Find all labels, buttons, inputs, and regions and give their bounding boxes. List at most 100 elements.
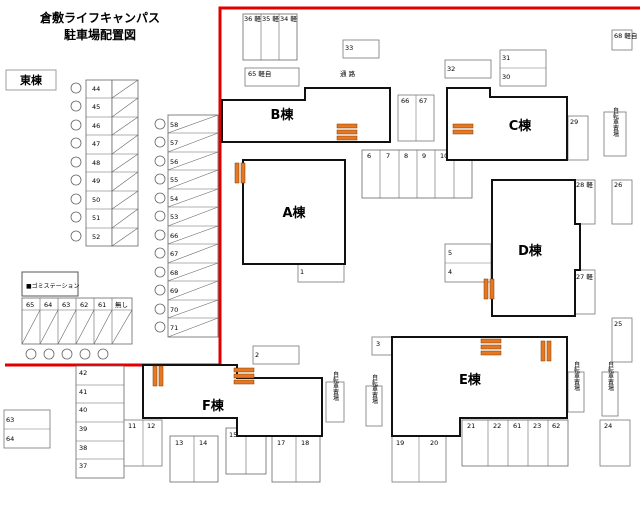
slots-top-36-34: 36 軽 35 軽 34 軽 bbox=[242, 13, 298, 61]
slot-label: 12 bbox=[147, 422, 155, 430]
slot-label: 31 bbox=[502, 54, 510, 62]
slot-label: 65 軽自 bbox=[248, 69, 271, 78]
building-d bbox=[491, 179, 581, 317]
slot-label: 6 bbox=[367, 152, 371, 160]
bicycle-parking-5 bbox=[601, 371, 619, 417]
slot-label: 25 bbox=[614, 320, 622, 328]
slot-label: 64 bbox=[6, 435, 14, 443]
slot-label: 11 bbox=[128, 422, 136, 430]
slot-25 bbox=[611, 317, 633, 363]
slot-label: 23 bbox=[533, 422, 541, 430]
gomi-station-box bbox=[21, 271, 79, 297]
slot-label: 63 bbox=[62, 301, 70, 309]
slot-label: 37 bbox=[79, 462, 87, 470]
slot-label: 53 bbox=[170, 213, 178, 221]
slot-label: 69 bbox=[170, 287, 178, 295]
slot-labels-65-61: 65 64 63 62 61 無し bbox=[26, 300, 128, 309]
map-title-line2: 駐車場配置図 bbox=[64, 27, 136, 42]
slots-row-13-18: 13 14 15 16 17 18 bbox=[169, 427, 321, 483]
slot-label: 66 bbox=[170, 232, 178, 240]
slot-label: 50 bbox=[92, 196, 100, 204]
slot-label: 30 bbox=[502, 73, 510, 81]
slot-label: 63 bbox=[6, 416, 14, 424]
slot-label: 8 bbox=[404, 152, 408, 160]
slot-label: 64 bbox=[44, 301, 52, 309]
slot-label: 15 bbox=[229, 431, 237, 439]
slot-label: 13 bbox=[175, 439, 183, 447]
circles-row-65-61 bbox=[25, 348, 109, 360]
slot-label: 33 bbox=[345, 44, 353, 52]
bicycle-label: 自転車置場 bbox=[612, 106, 619, 138]
slot-label: 65 bbox=[26, 301, 34, 309]
slot-label: 67 bbox=[170, 250, 178, 258]
slot-label: 9 bbox=[422, 152, 426, 160]
slot-label: 18 bbox=[301, 439, 309, 447]
slot-label: 24 bbox=[604, 422, 612, 430]
circles-col-44-52 bbox=[70, 82, 82, 242]
slot-label: 28 軽 bbox=[576, 180, 593, 189]
slot-labels-44-52: 44 45 46 47 48 49 50 51 52 bbox=[92, 85, 100, 241]
slots-col-42-37: 42 41 40 39 38 37 bbox=[75, 365, 125, 479]
east-block-label: 東棟 bbox=[20, 73, 43, 87]
slot-label: 42 bbox=[79, 369, 87, 377]
slots-col-44-52 bbox=[85, 79, 139, 247]
slot-label: 3 bbox=[376, 340, 380, 348]
slot-label: 48 bbox=[92, 159, 100, 167]
slots-row-21-62: 21 22 61 23 62 bbox=[461, 419, 569, 467]
slot-label: 62 bbox=[80, 301, 88, 309]
slot-label: 46 bbox=[92, 122, 100, 130]
slot-label: 54 bbox=[170, 195, 178, 203]
bicycle-parking-3 bbox=[365, 385, 383, 427]
entrance-markers bbox=[152, 123, 552, 387]
building-a-label: A棟 bbox=[282, 205, 306, 221]
slot-label: 38 bbox=[79, 444, 87, 452]
bicycle-parking-2 bbox=[325, 381, 345, 423]
no-parking-label: 無し bbox=[115, 300, 128, 309]
slot-26 bbox=[611, 179, 633, 225]
slot-label: 68 bbox=[170, 269, 178, 277]
map-title-line1: 倉敷ライフキャンパス bbox=[39, 10, 160, 25]
east-block-box bbox=[5, 69, 57, 91]
slot-label: 52 bbox=[92, 233, 100, 241]
building-d-label: D棟 bbox=[518, 243, 543, 259]
circles-col-58-71 bbox=[154, 118, 166, 333]
building-c bbox=[446, 87, 568, 161]
slot-label: 71 bbox=[170, 324, 178, 332]
slot-label: 22 bbox=[493, 422, 501, 430]
slot-24 bbox=[599, 419, 631, 467]
slot-label: 1 bbox=[300, 268, 304, 276]
slot-label: 5 bbox=[448, 249, 452, 257]
slot-label: 36 軽 bbox=[244, 14, 261, 23]
slot-label: 49 bbox=[92, 177, 100, 185]
slot-label: 39 bbox=[79, 425, 87, 433]
slot-3 bbox=[371, 336, 393, 356]
slot-32 bbox=[444, 59, 492, 79]
slot-label: 2 bbox=[255, 351, 259, 359]
slot-1 bbox=[297, 263, 345, 283]
slots-col-58-71 bbox=[167, 114, 219, 338]
slot-label: 67 bbox=[419, 97, 427, 105]
bicycle-parking-1 bbox=[603, 111, 627, 157]
slot-label: 62 bbox=[552, 422, 560, 430]
slot-label: 56 bbox=[170, 158, 178, 166]
slot-label: 34 軽 bbox=[280, 14, 297, 23]
gomi-station-label: ■ゴミステーション bbox=[26, 282, 80, 290]
slot-label: 7 bbox=[386, 152, 390, 160]
bicycle-label: 自転車置場 bbox=[371, 373, 378, 405]
bicycle-label: 自転車置場 bbox=[332, 370, 339, 402]
bicycle-label: 自転車置場 bbox=[607, 360, 614, 392]
slot-label: 51 bbox=[92, 214, 100, 222]
slot-label: 57 bbox=[170, 139, 178, 147]
building-f-label: F棟 bbox=[202, 398, 225, 414]
slot-label: 68 軽自 bbox=[614, 31, 637, 40]
slot-label: 61 bbox=[98, 301, 106, 309]
slot-labels-58-71: 58 57 56 55 54 53 66 67 68 69 70 71 bbox=[170, 121, 178, 332]
slot-label: 17 bbox=[277, 439, 285, 447]
site-boundary-line bbox=[5, 6, 640, 367]
slot-label: 35 軽 bbox=[262, 14, 279, 23]
slot-label: 44 bbox=[92, 85, 100, 93]
slots-row-65-61 bbox=[21, 297, 133, 345]
slot-label: 20 bbox=[430, 439, 438, 447]
